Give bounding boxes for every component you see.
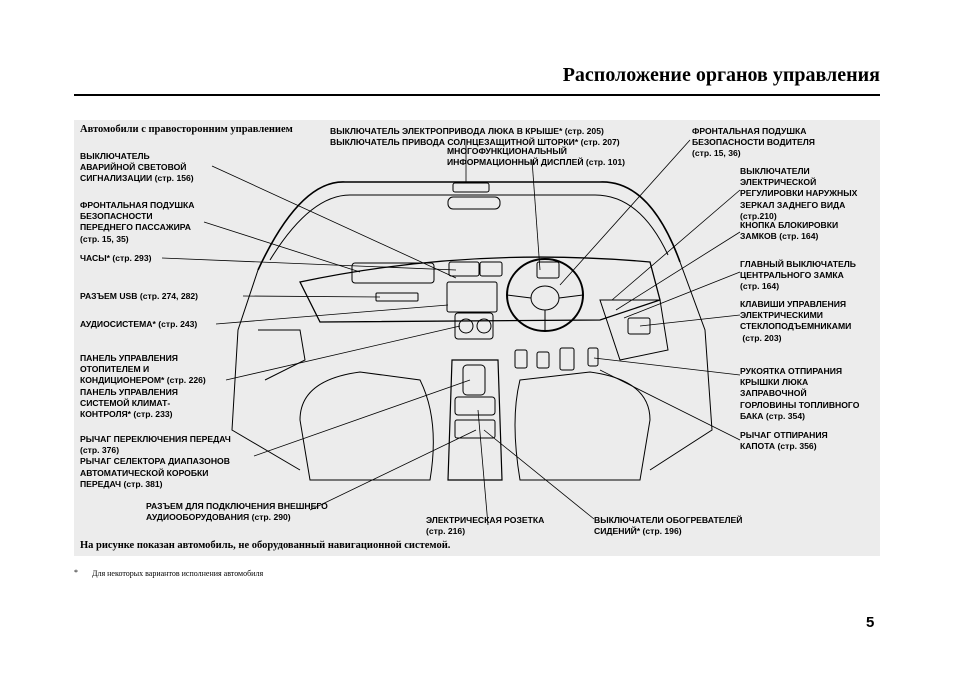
sunroof-switch [452, 182, 490, 193]
multi-info-display [536, 261, 560, 279]
label-clock: ЧАСЫ* (стр. 293) [80, 253, 152, 263]
label-audio: АУДИОСИСТЕМА* (стр. 243) [80, 319, 198, 329]
label-seat-heaters: ВЫКЛЮЧАТЕЛИ ОБОГРЕВАТЕЛЕЙ СИДЕНИЙ* (стр.… [594, 515, 743, 537]
label-fuel-door: РУКОЯТКА ОТПИРАНИЯ КРЫШКИ ЛЮКА ЗАПРАВОЧН… [740, 366, 860, 421]
label-hood: РЫЧАГ ОТПИРАНИЯ КАПОТА (стр. 356) [740, 430, 828, 452]
label-passenger-airbag: ФРОНТАЛЬНАЯ ПОДУШКА БЕЗОПАСНОСТИ ПЕРЕДНЕ… [80, 200, 195, 244]
label-aux-jack: РАЗЪЕМ ДЛЯ ПОДКЛЮЧЕНИЯ ВНЕШНЕГО АУДИООБО… [146, 501, 328, 523]
center-console [447, 359, 503, 481]
audio-unit [446, 281, 498, 313]
label-driver-airbag: ФРОНТАЛЬНАЯ ПОДУШКА БЕЗОПАСНОСТИ ВОДИТЕЛ… [692, 126, 815, 159]
windshield-frame [257, 181, 681, 271]
right-pillar [649, 261, 713, 471]
seat-heater-switches [454, 419, 496, 439]
label-windows: КЛАВИШИ УПРАВЛЕНИЯ ЭЛЕКТРИЧЕСКИМИ СТЕКЛО… [740, 299, 852, 343]
usb-port [375, 292, 419, 302]
label-master-lock: ГЛАВНЫЙ ВЫКЛЮЧАТЕЛЬ ЦЕНТРАЛЬНОГО ЗАМКА (… [740, 259, 856, 292]
title-rule [74, 94, 880, 96]
label-lockout: КНОПКА БЛОКИРОВКИ ЗАМКОВ (стр. 164) [740, 220, 839, 242]
label-shifter: РЫЧАГ ПЕРЕКЛЮЧЕНИЯ ПЕРЕДАЧ (стр. 376) РЫ… [80, 434, 231, 489]
label-sunroof: ВЫКЛЮЧАТЕЛЬ ЭЛЕКТРОПРИВОДА ЛЮКА В КРЫШЕ*… [330, 126, 620, 148]
dashboard [299, 256, 661, 323]
window-switches [627, 317, 651, 335]
fuel-door-release [587, 347, 599, 367]
left-seat [299, 371, 434, 481]
cupholders [454, 396, 496, 416]
label-hazard-switch: ВЫКЛЮЧАТЕЛЬ АВАРИЙНОЙ СВЕТОВОЙ СИГНАЛИЗА… [80, 151, 194, 184]
footnote-mark: * [74, 568, 78, 577]
passenger-airbag-area [351, 262, 435, 284]
right-seat [514, 371, 651, 481]
rearview-mirror [447, 196, 501, 210]
vent-center [479, 261, 503, 277]
label-mid: МНОГОФУНКЦИОНАЛЬНЫЙ ИНФОРМАЦИОННЫЙ ДИСПЛ… [447, 146, 625, 168]
label-outlet: ЭЛЕКТРИЧЕСКАЯ РОЗЕТКА (стр. 216) [426, 515, 545, 537]
left-pillar [231, 269, 301, 471]
climate-panel [454, 312, 494, 340]
label-mirrors: ВЫКЛЮЧАТЕЛИ ЭЛЕКТРИЧЕСКОЙ РЕГУЛИРОВКИ НА… [740, 166, 858, 221]
diagram-panel [74, 120, 880, 556]
panel-caption: На рисунке показан автомобиль, не оборуд… [80, 540, 451, 551]
panel-heading: Автомобили с правосторонним управлением [80, 124, 293, 135]
label-usb: РАЗЪЕМ USB (стр. 274, 282) [80, 291, 199, 301]
right-door [599, 299, 669, 361]
page-title: Расположение органов управления [562, 64, 880, 86]
page-number: 5 [866, 614, 875, 631]
footnote-text: Для некоторых вариантов исполнения автом… [92, 569, 264, 578]
clock-display [448, 261, 480, 277]
gear-shifter [462, 364, 486, 396]
left-door [258, 329, 306, 381]
label-climate: ПАНЕЛЬ УПРАВЛЕНИЯ ОТОПИТЕЛЕМ И КОНДИЦИОН… [80, 353, 206, 420]
